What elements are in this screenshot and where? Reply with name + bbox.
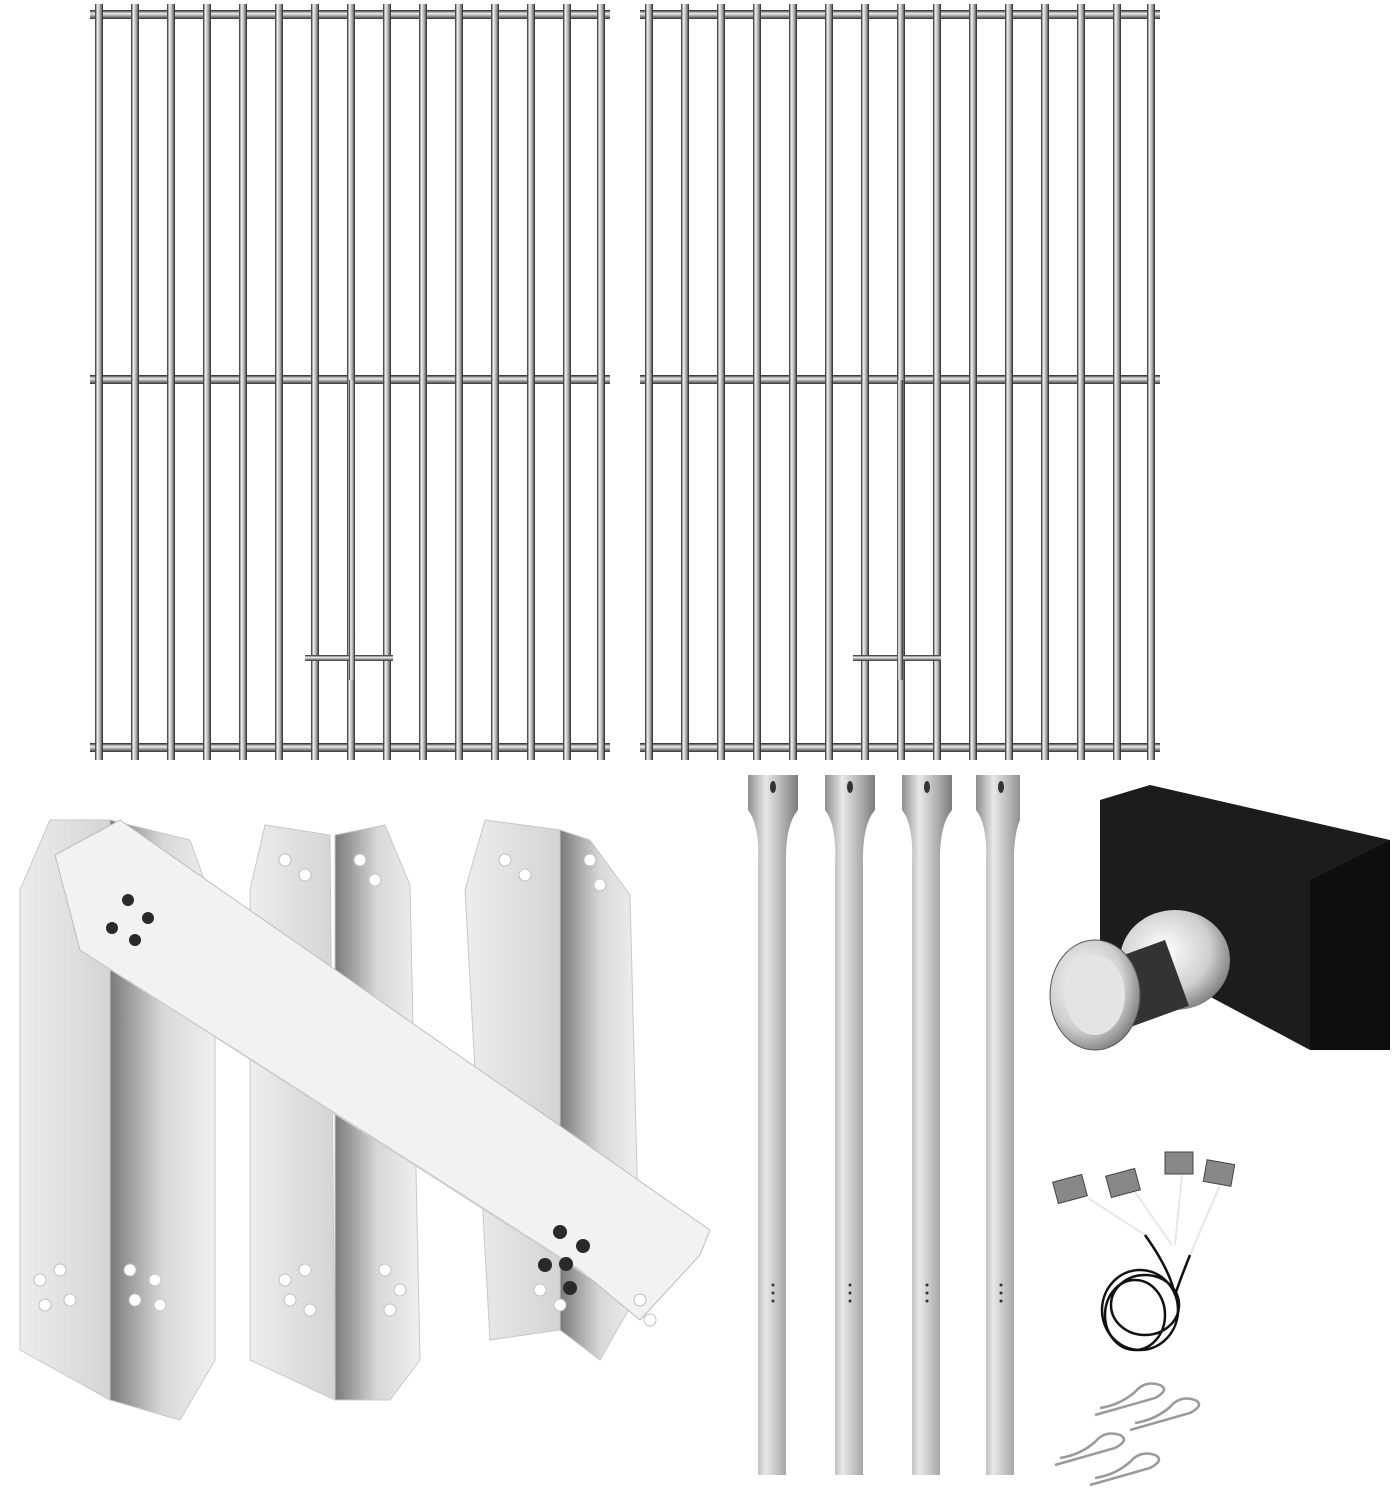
igniter-module <box>1040 770 1397 1070</box>
burner-tubes <box>740 775 1020 1490</box>
heat-plates <box>0 800 720 1450</box>
cooking-grate-left <box>85 0 615 762</box>
cooking-grate-right <box>635 0 1165 762</box>
electrode-wires <box>1040 1150 1290 1370</box>
r-clips <box>1050 1380 1250 1495</box>
